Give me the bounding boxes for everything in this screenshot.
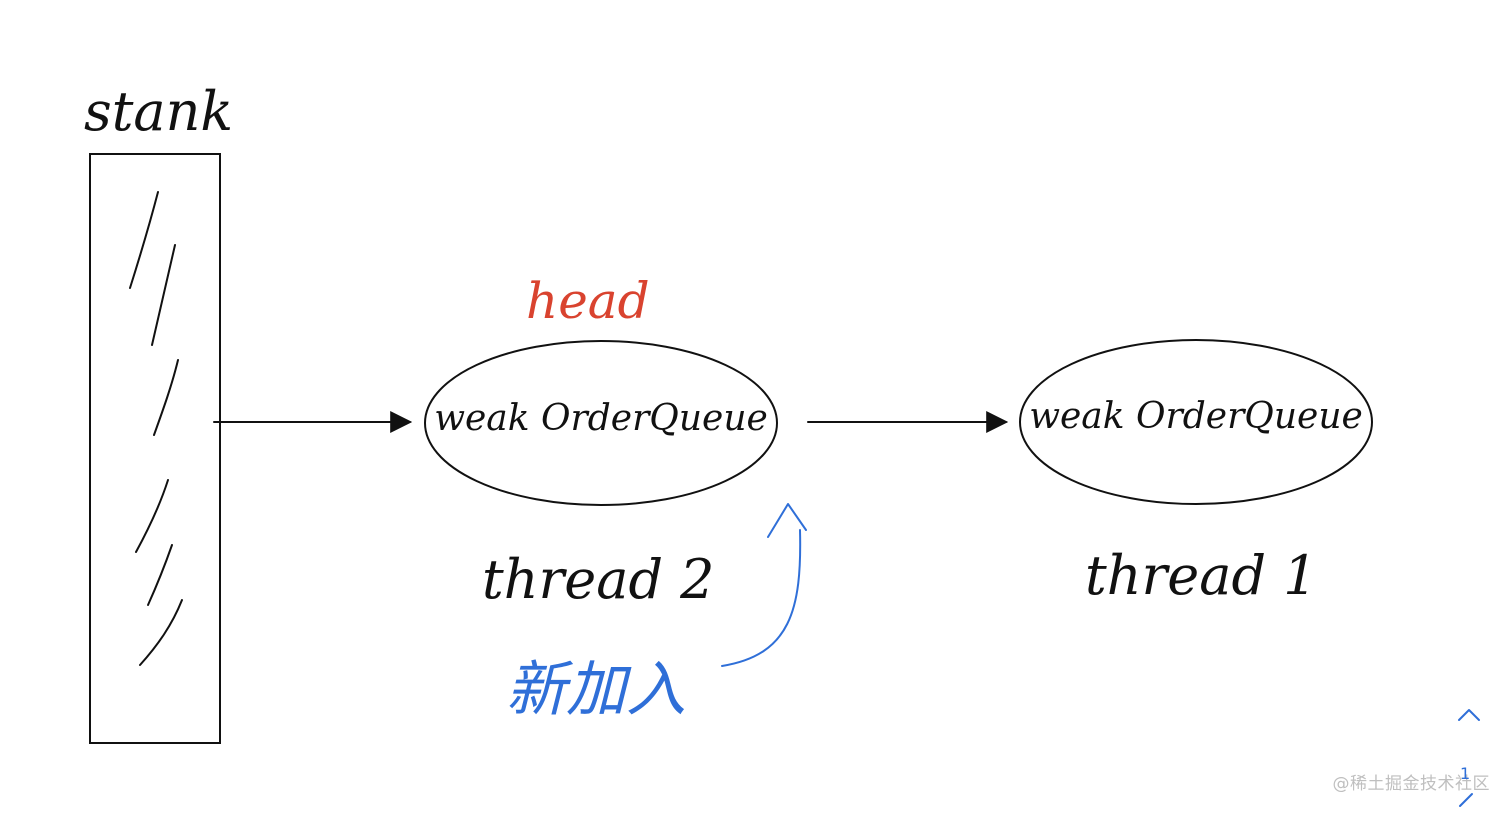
node-thread-2-owner: thread 2 <box>482 548 715 611</box>
node-thread-1-ellipse <box>1019 339 1373 505</box>
node-thread-2-label: weak OrderQueue <box>434 398 768 439</box>
node-thread-1-label: weak OrderQueue <box>1029 396 1363 437</box>
node-thread-1-owner: thread 1 <box>1085 544 1318 607</box>
new-added-label: 新加入 <box>506 655 686 725</box>
page-slash-icon <box>1459 793 1473 807</box>
stack-hatch-marks <box>129 191 183 666</box>
new-added-arrowhead <box>767 503 807 538</box>
chevron-up-icon[interactable] <box>1456 704 1482 724</box>
node-thread-2-ellipse <box>424 340 778 506</box>
page-number: 1 <box>1460 764 1471 783</box>
new-added-curve-arrow <box>721 529 802 667</box>
head-label: head <box>526 272 650 330</box>
stack-label: stank <box>84 80 233 143</box>
watermark: @稀土掘金技术社区 <box>1332 774 1490 794</box>
page-indicator[interactable]: 1 <box>1456 760 1476 810</box>
stack-box <box>89 153 221 744</box>
